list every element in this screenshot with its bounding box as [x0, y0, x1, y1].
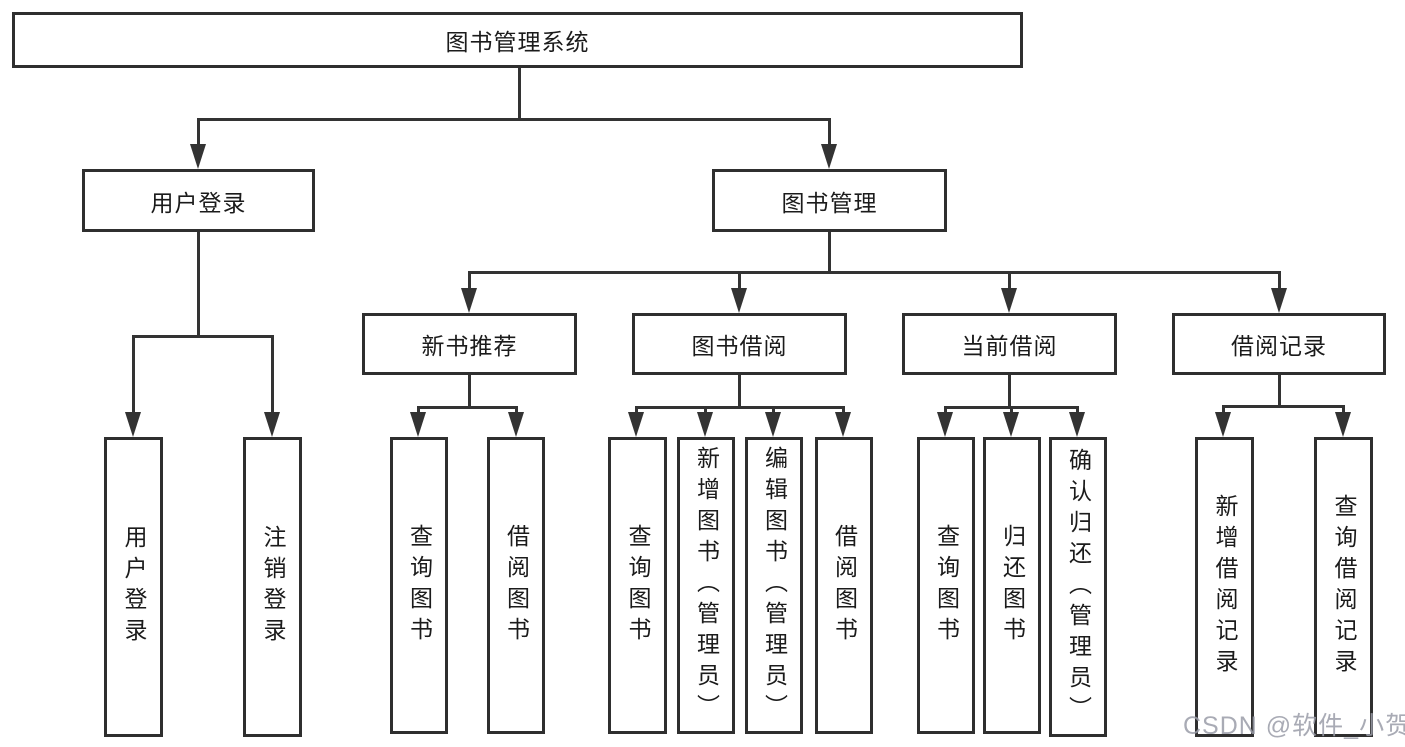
arrowhead-add-record — [1215, 412, 1231, 437]
connector-userlogin-stem — [197, 232, 200, 338]
connector-drop-query-books-2 — [635, 406, 638, 414]
connector-drop-borrow-books-2 — [842, 406, 845, 414]
leaf-query-books-current: 查询图书 — [917, 437, 975, 734]
node-borrowing-records: 借阅记录 — [1172, 313, 1386, 375]
connector-root-stem — [518, 68, 521, 120]
arrowhead-current-borrowing — [1001, 288, 1017, 313]
connector-drop-edit-book — [772, 406, 775, 414]
connector-userlogin-rail — [132, 335, 274, 338]
connector-drop-query-record — [1342, 405, 1345, 414]
node-library-management-system: 图书管理系统 — [12, 12, 1023, 68]
csdn-watermark: CSDN @软件_小贺同学 — [1183, 712, 1405, 740]
connector-bookmgmt-stem — [828, 232, 831, 273]
connector-records-stem — [1278, 375, 1281, 408]
arrowhead-leaf-user-login — [125, 412, 141, 437]
leaf-query-books-borrowing: 查询图书 — [608, 437, 667, 734]
connector-records-rail — [1222, 405, 1344, 408]
arrowhead-new-book — [461, 288, 477, 313]
connector-root-rail — [197, 118, 831, 121]
connector-drop-book-management — [828, 118, 831, 146]
node-user-login: 用户登录 — [82, 169, 315, 232]
connector-drop-new-book — [468, 271, 471, 290]
connector-drop-query-books-1 — [417, 406, 420, 414]
arrowhead-borrow-books-1 — [508, 412, 524, 437]
arrowhead-user-login — [190, 144, 206, 169]
leaf-user-login: 用户登录 — [104, 437, 163, 737]
leaf-add-borrow-record: 新增借阅记录 — [1195, 437, 1254, 737]
node-current-borrowing: 当前借阅 — [902, 313, 1117, 375]
arrowhead-book-management — [821, 144, 837, 169]
arrowhead-borrow-books-2 — [835, 412, 851, 437]
leaf-add-book-admin: 新增图书（管理员） — [677, 437, 735, 734]
connector-drop-borrow-books-1 — [515, 406, 518, 414]
connector-newbook-stem — [468, 375, 471, 409]
connector-drop-current-borrowing — [1008, 271, 1011, 290]
leaf-query-books-recommend: 查询图书 — [390, 437, 448, 734]
arrowhead-query-books-3 — [937, 412, 953, 437]
leaf-return-books: 归还图书 — [983, 437, 1041, 734]
arrowhead-confirm-return — [1069, 412, 1085, 437]
connector-bookborrow-rail — [635, 406, 845, 409]
node-new-book-recommendation: 新书推荐 — [362, 313, 577, 375]
arrowhead-return-books — [1003, 412, 1019, 437]
node-book-management: 图书管理 — [712, 169, 947, 232]
arrowhead-leaf-logout — [264, 412, 280, 437]
leaf-borrow-books-recommend: 借阅图书 — [487, 437, 545, 734]
arrowhead-borrowing-records — [1271, 288, 1287, 313]
leaf-borrow-books: 借阅图书 — [815, 437, 873, 734]
connector-drop-leaf-logout — [271, 335, 274, 414]
connector-drop-query-books-3 — [944, 406, 947, 414]
connector-drop-add-record — [1222, 405, 1225, 414]
connector-newbook-rail — [417, 406, 518, 409]
connector-drop-user-login — [197, 118, 200, 146]
leaf-confirm-return-admin: 确认归还（管理员） — [1049, 437, 1107, 737]
connector-drop-leaf-user-login — [132, 335, 135, 414]
leaf-edit-book-admin: 编辑图书（管理员） — [745, 437, 803, 734]
arrowhead-edit-book — [765, 412, 781, 437]
connector-currentborrow-stem — [1008, 375, 1011, 409]
connector-bookborrow-stem — [738, 375, 741, 409]
arrowhead-query-books-2 — [628, 412, 644, 437]
connector-drop-confirm-return — [1076, 406, 1079, 414]
arrowhead-add-book — [697, 412, 713, 437]
leaf-query-borrow-record: 查询借阅记录 — [1314, 437, 1373, 737]
node-book-borrowing: 图书借阅 — [632, 313, 847, 375]
connector-bookmgmt-rail — [468, 271, 1281, 274]
connector-drop-return-books — [1010, 406, 1013, 414]
arrowhead-query-books-1 — [410, 412, 426, 437]
leaf-logout: 注销登录 — [243, 437, 302, 737]
arrowhead-book-borrowing — [731, 288, 747, 313]
connector-drop-book-borrowing — [738, 271, 741, 290]
arrowhead-query-record — [1335, 412, 1351, 437]
connector-drop-borrowing-records — [1278, 271, 1281, 290]
connector-drop-add-book — [704, 406, 707, 414]
